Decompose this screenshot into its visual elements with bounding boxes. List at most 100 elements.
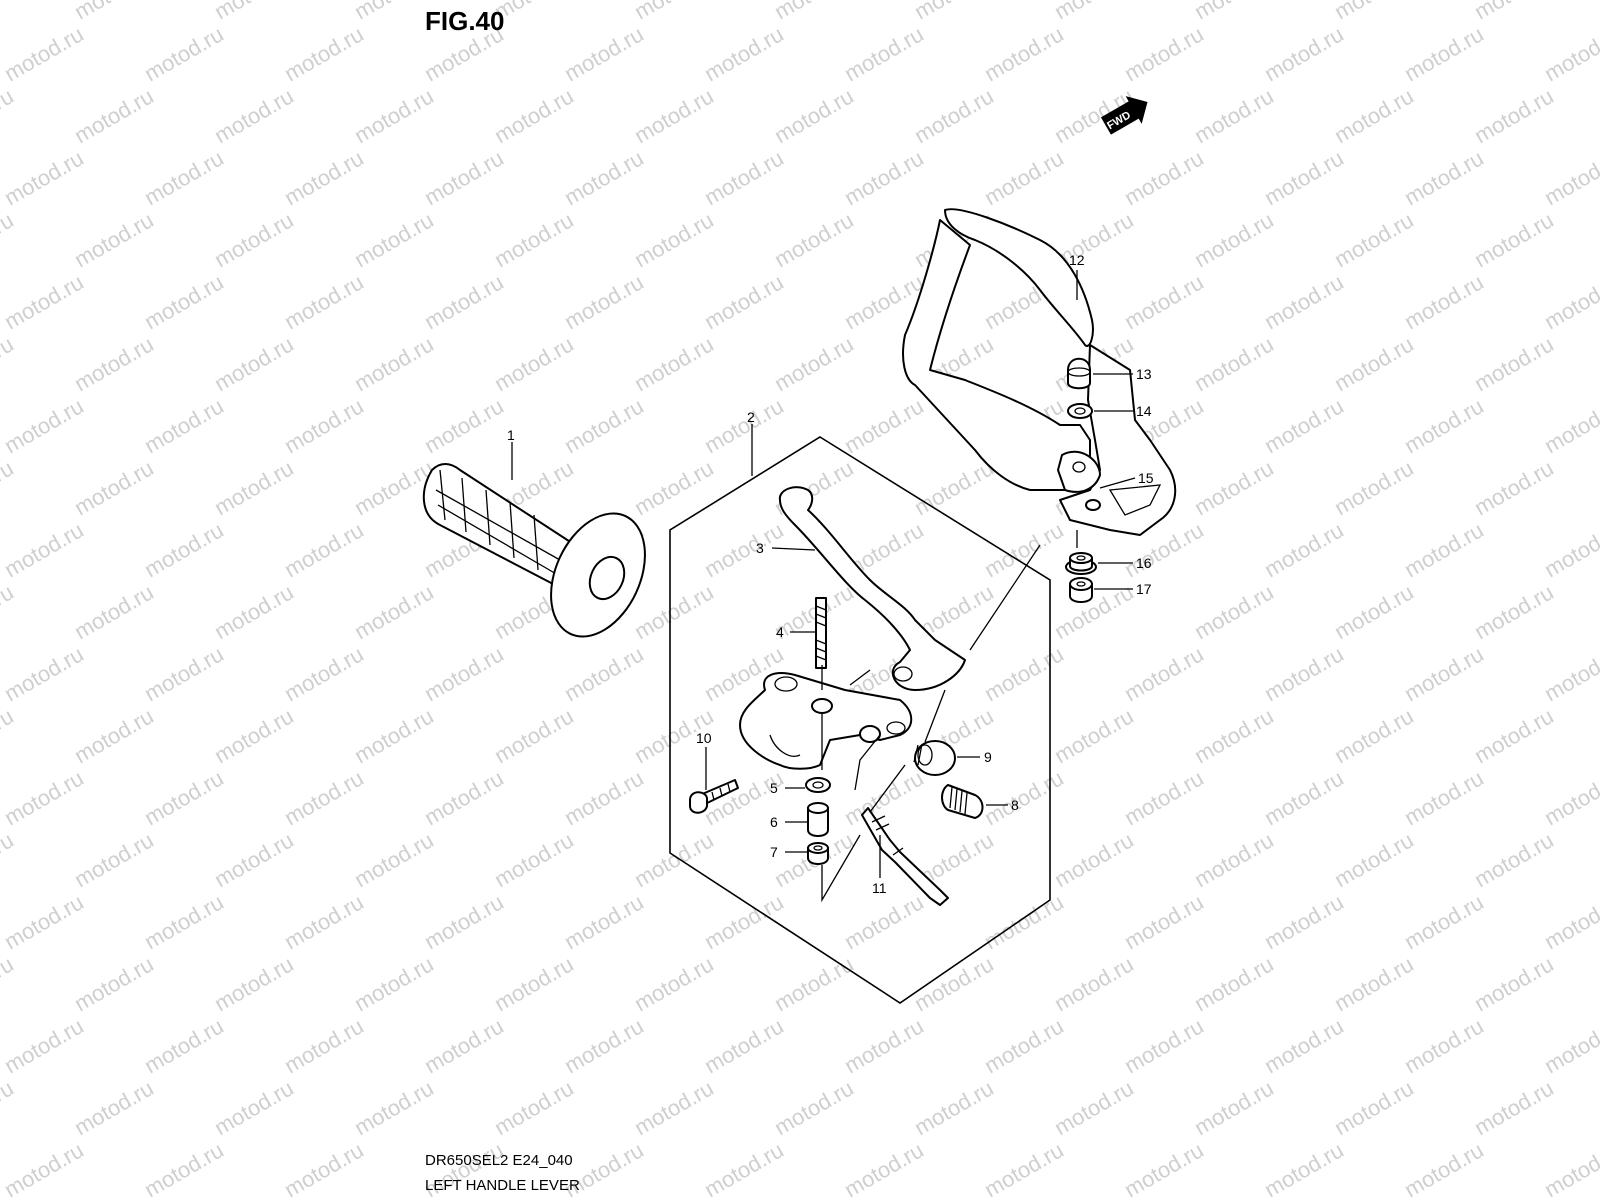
watermark-text: motod.ru xyxy=(1190,83,1278,148)
callout-1: 1 xyxy=(507,427,515,443)
watermark-text: motod.ru xyxy=(770,331,858,396)
watermark-text: motod.ru xyxy=(70,331,158,396)
cap-nut xyxy=(1067,357,1091,390)
watermark-text: motod.ru xyxy=(70,0,158,24)
washer xyxy=(805,777,831,793)
watermark-text: motod.ru xyxy=(840,145,928,210)
watermark-text: motod.ru xyxy=(210,0,298,24)
watermark-text: motod.ru xyxy=(420,889,508,954)
watermark-text: motod.ru xyxy=(1540,641,1600,706)
watermark-text: motod.ru xyxy=(140,269,228,334)
lock-nut xyxy=(913,740,956,776)
watermark-text: motod.ru xyxy=(140,889,228,954)
watermark-text: motod.ru xyxy=(0,703,18,768)
watermark-text: motod.ru xyxy=(1540,393,1600,458)
watermark-text: motod.ru xyxy=(630,455,718,520)
watermark-text: motod.ru xyxy=(280,269,368,334)
watermark-text: motod.ru xyxy=(350,703,438,768)
watermark-text: motod.ru xyxy=(1330,331,1418,396)
watermark-text: motod.ru xyxy=(1540,765,1600,830)
watermark-text: motod.ru xyxy=(0,827,18,892)
watermark-text: motod.ru xyxy=(1470,827,1558,892)
watermark-text: motod.ru xyxy=(700,393,788,458)
watermark-text: motod.ru xyxy=(140,765,228,830)
watermark-text: motod.ru xyxy=(0,517,88,582)
callout-labels: 1 2 3 4 5 6 7 8 9 10 11 12 13 14 15 16 1… xyxy=(507,252,1154,896)
watermark-text: motod.ru xyxy=(280,145,368,210)
watermark-text: motod.ru xyxy=(350,207,438,272)
watermark-text: motod.ru xyxy=(210,83,298,148)
watermark-text: motod.ru xyxy=(980,145,1068,210)
watermark-text: motod.ru xyxy=(910,455,998,520)
watermark-text: motod.ru xyxy=(1260,1137,1348,1200)
watermark-text: motod.ru xyxy=(1470,579,1558,644)
watermark-text: motod.ru xyxy=(630,331,718,396)
watermark-text: motod.ru xyxy=(1330,579,1418,644)
watermark-text: motod.ru xyxy=(0,331,18,396)
watermark-text: motod.ru xyxy=(700,1137,788,1200)
watermark-text: motod.ru xyxy=(1470,0,1558,24)
watermark-text: motod.ru xyxy=(70,579,158,644)
watermark-text: motod.ru xyxy=(1400,145,1488,210)
watermark-text: motod.ru xyxy=(490,827,578,892)
watermark-text: motod.ru xyxy=(280,765,368,830)
watermark-text: motod.ru xyxy=(420,269,508,334)
clutch-cable-end xyxy=(861,807,949,906)
watermark-text: motod.ru xyxy=(700,1013,788,1078)
watermark-text: motod.ru xyxy=(1190,703,1278,768)
watermark-text: motod.ru xyxy=(1400,269,1488,334)
watermark-text: motod.ru xyxy=(1540,1137,1600,1200)
watermark-text: motod.ru xyxy=(840,765,928,830)
watermark-text: motod.ru xyxy=(1260,889,1348,954)
watermark-text: motod.ru xyxy=(560,21,648,86)
watermark-text: motod.ru xyxy=(910,0,998,24)
watermark-text: motod.ru xyxy=(0,83,18,148)
watermark-text: motod.ru xyxy=(910,951,998,1016)
watermark-text: motod.ru xyxy=(1120,1013,1208,1078)
figure-title: FIG.40 xyxy=(425,6,504,36)
watermark-text: motod.ru xyxy=(1470,951,1558,1016)
watermark-text: motod.ru xyxy=(980,889,1068,954)
watermark-text: motod.ru xyxy=(630,207,718,272)
watermark-text: motod.ru xyxy=(1540,21,1600,86)
watermark-text: motod.ru xyxy=(1190,455,1278,520)
watermark-text: motod.ru xyxy=(1330,455,1418,520)
watermark-text: motod.ru xyxy=(140,517,228,582)
hand-guard xyxy=(902,208,1177,536)
watermark-text: motod.ru xyxy=(70,83,158,148)
watermark-text: motod.ru xyxy=(420,765,508,830)
watermark-text: motod.ru xyxy=(210,827,298,892)
watermark-text: motod.ru xyxy=(210,207,298,272)
watermark-text: motod.ru xyxy=(350,83,438,148)
watermark-text: motod.ru xyxy=(0,1075,18,1140)
watermark-text: motod.ru xyxy=(770,207,858,272)
watermark-text: motod.ru xyxy=(980,21,1068,86)
watermark-text: motod.ru xyxy=(1120,1137,1208,1200)
watermark-text: motod.ru xyxy=(1050,703,1138,768)
callout-14: 14 xyxy=(1136,403,1152,419)
callout-6: 6 xyxy=(770,814,778,830)
watermark-text: motod.ru xyxy=(1540,889,1600,954)
watermark-text: motod.ru xyxy=(140,393,228,458)
watermark-text: motod.ru xyxy=(1190,0,1278,24)
watermark-text: motod.ru xyxy=(560,269,648,334)
callout-11: 11 xyxy=(872,880,887,896)
watermark-text: motod.ru xyxy=(980,1137,1068,1200)
watermark-text: motod.ru xyxy=(700,145,788,210)
watermark-text: motod.ru xyxy=(0,1137,88,1200)
watermark-text: motod.ru xyxy=(630,579,718,644)
watermark-text: motod.ru xyxy=(910,83,998,148)
watermark-text: motod.ru xyxy=(140,641,228,706)
clutch-lever xyxy=(778,486,966,691)
flange-nut xyxy=(1065,552,1097,575)
watermark-text: motod.ru xyxy=(630,827,718,892)
stud-bolt xyxy=(815,597,827,669)
watermark-text: motod.ru xyxy=(0,21,88,86)
watermark-text: motod.ru xyxy=(1330,207,1418,272)
watermark-text: motod.ru xyxy=(840,1137,928,1200)
watermark-text: motod.ru xyxy=(1190,207,1278,272)
watermark-text: motod.ru xyxy=(210,455,298,520)
watermark-text: motod.ru xyxy=(1330,83,1418,148)
watermark-text: motod.ru xyxy=(980,1013,1068,1078)
